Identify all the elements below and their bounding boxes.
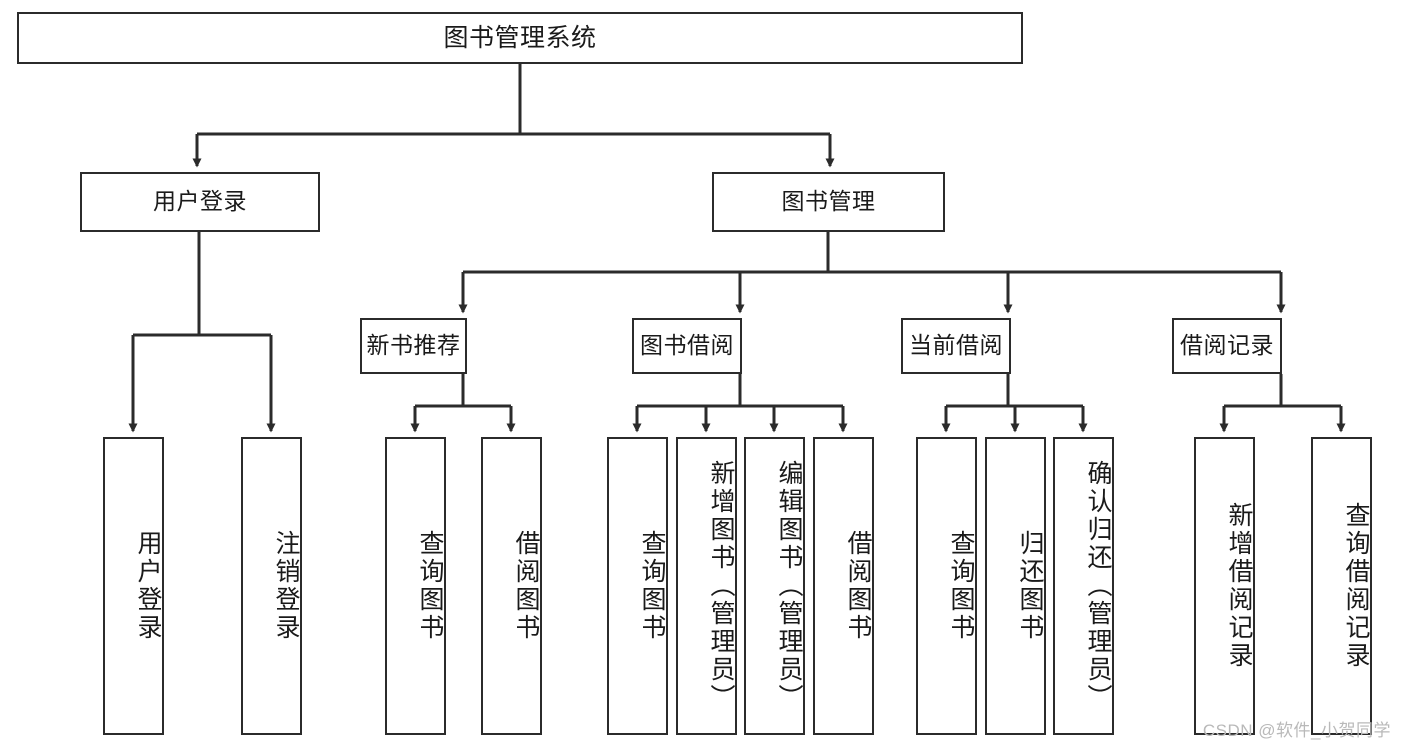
node-leaf-borrow-book-1[interactable]: 借阅图书	[481, 437, 542, 735]
leaf-label: 注销登录	[272, 530, 300, 642]
csdn-watermark: CSDN @软件_小贺同学	[1202, 721, 1391, 740]
node-leaf-query-book-2[interactable]: 查询图书	[607, 437, 668, 735]
node-current-borrow[interactable]: 当前借阅	[901, 318, 1011, 374]
node-leaf-edit-book[interactable]: 编辑图书（管理员）	[744, 437, 805, 735]
leaf-label: 归还图书	[1016, 530, 1044, 642]
node-leaf-add-book[interactable]: 新增图书（管理员）	[676, 437, 737, 735]
node-leaf-return-book[interactable]: 归还图书	[985, 437, 1046, 735]
leaf-label: 查询图书	[947, 530, 975, 642]
leaf-label: 确认归还（管理员）	[1084, 460, 1112, 712]
node-leaf-query-record[interactable]: 查询借阅记录	[1311, 437, 1372, 735]
leaf-label: 新增图书（管理员）	[707, 460, 735, 712]
node-book-management[interactable]: 图书管理	[712, 172, 945, 232]
leaf-label: 借阅图书	[512, 530, 540, 642]
node-leaf-user-login[interactable]: 用户登录	[103, 437, 164, 735]
leaf-label: 新增借阅记录	[1225, 502, 1253, 670]
node-leaf-borrow-book-2[interactable]: 借阅图书	[813, 437, 874, 735]
leaf-label: 借阅图书	[844, 530, 872, 642]
node-book-borrow[interactable]: 图书借阅	[632, 318, 742, 374]
node-borrow-record[interactable]: 借阅记录	[1172, 318, 1282, 374]
node-leaf-confirm-return[interactable]: 确认归还（管理员）	[1053, 437, 1114, 735]
node-new-book-recommend[interactable]: 新书推荐	[360, 318, 467, 374]
node-leaf-query-book-3[interactable]: 查询图书	[916, 437, 977, 735]
leaf-label: 查询图书	[638, 530, 666, 642]
node-root-system[interactable]: 图书管理系统	[17, 12, 1023, 64]
leaf-label: 查询图书	[416, 530, 444, 642]
node-leaf-query-book-1[interactable]: 查询图书	[385, 437, 446, 735]
leaf-label: 查询借阅记录	[1342, 502, 1370, 670]
leaf-label: 用户登录	[134, 530, 162, 642]
node-leaf-add-record[interactable]: 新增借阅记录	[1194, 437, 1255, 735]
node-leaf-user-logout[interactable]: 注销登录	[241, 437, 302, 735]
leaf-label: 编辑图书（管理员）	[775, 460, 803, 712]
node-user-login[interactable]: 用户登录	[80, 172, 320, 232]
